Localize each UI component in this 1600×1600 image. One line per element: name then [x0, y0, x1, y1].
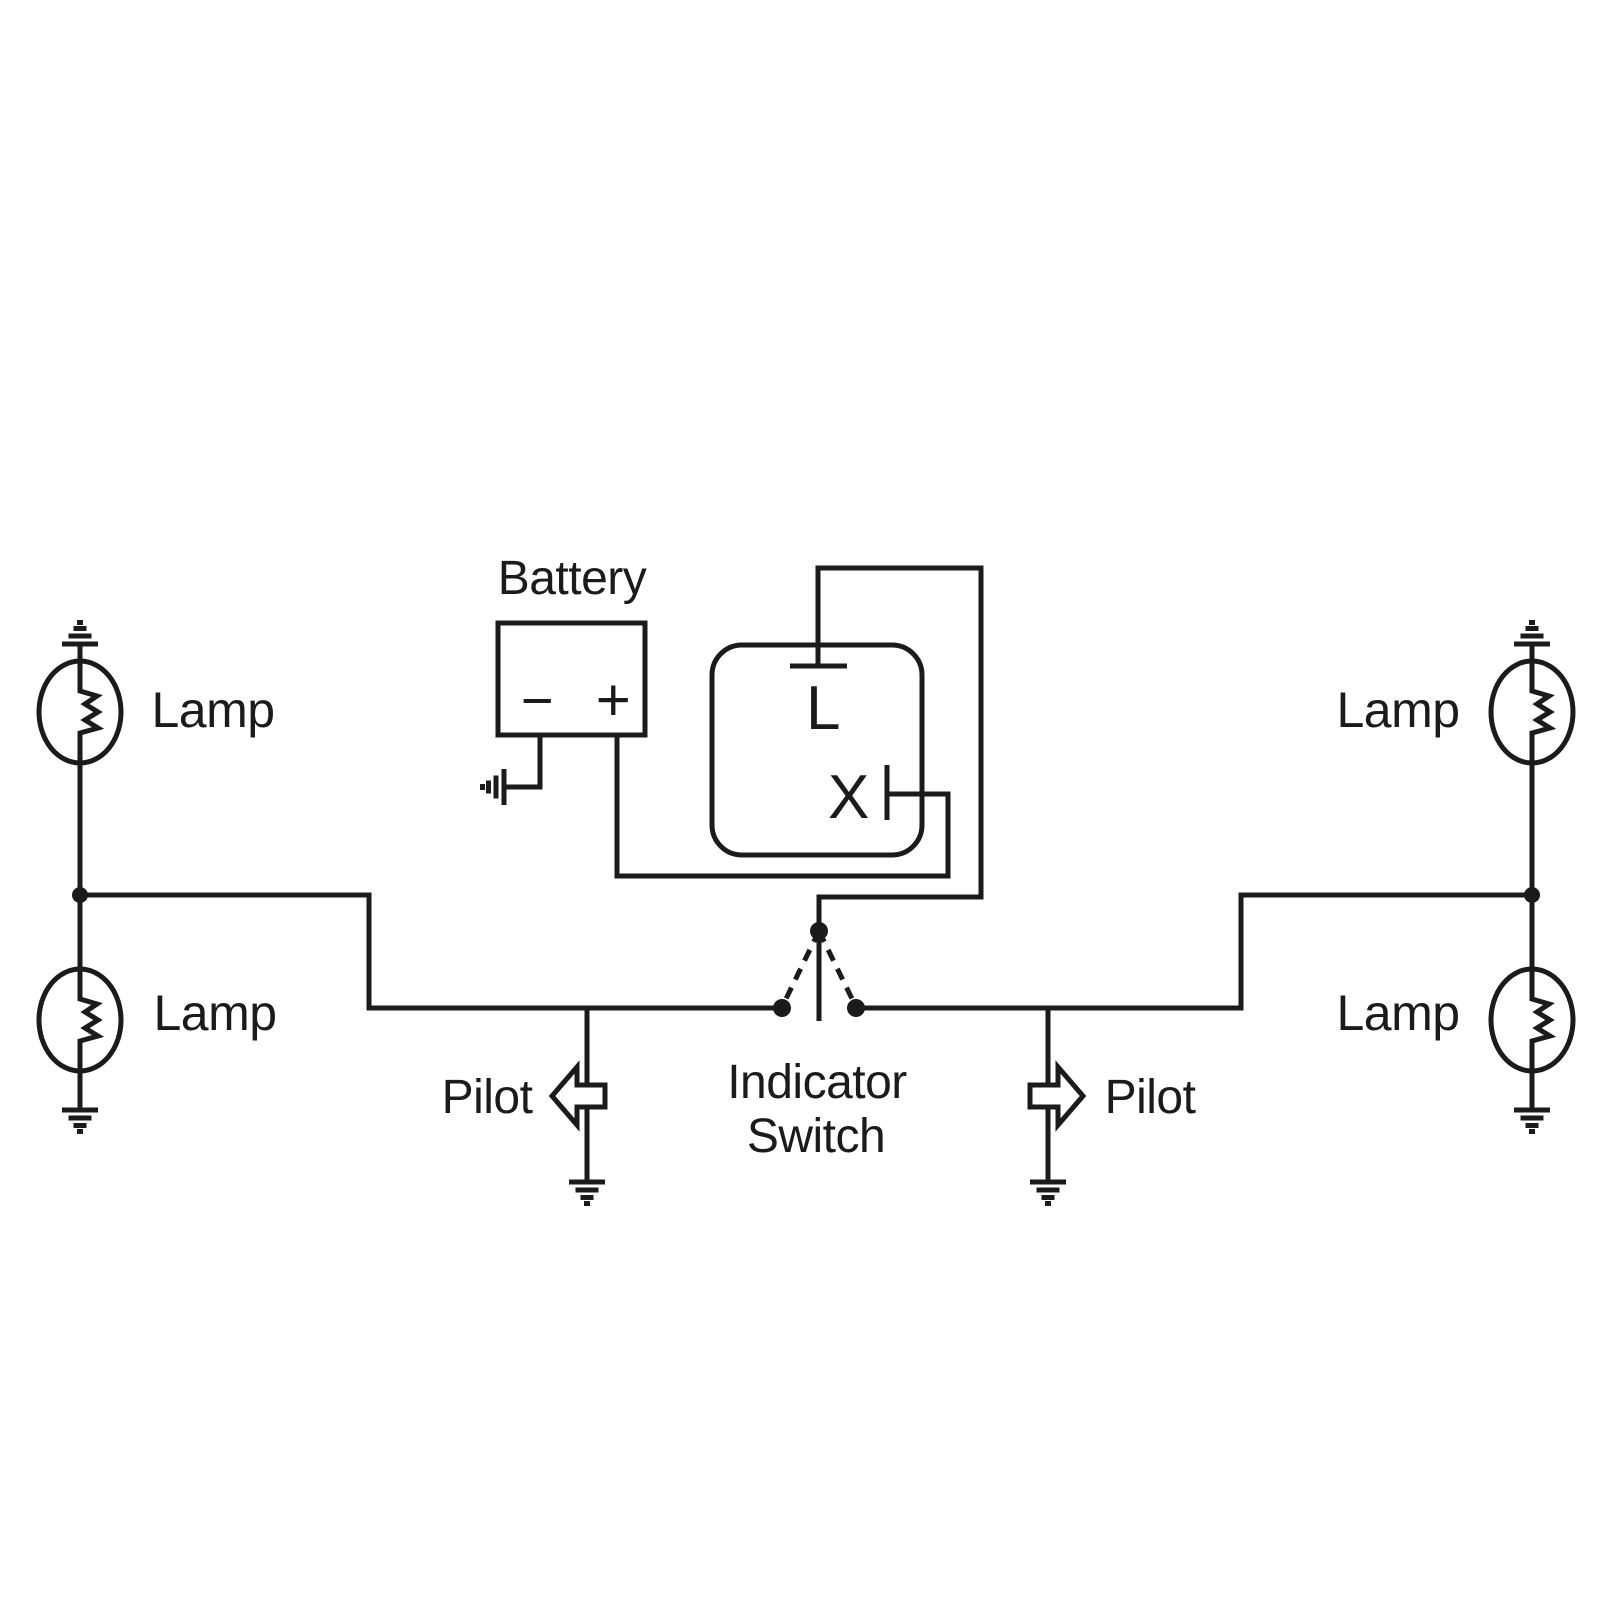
switch-throw-right-dashed [816, 929, 859, 1009]
lamp-label-top-right: Lamp [1336, 682, 1459, 738]
wire-relay-l-to-switch [815, 565, 984, 931]
pilot-arrows [548, 1060, 1087, 1132]
pilot-label-right: Pilot [1105, 1071, 1196, 1124]
ground-icon-left-pilot [569, 1182, 605, 1204]
junction-dot-right-bus [1524, 887, 1540, 903]
junction-dots [72, 887, 1540, 1017]
diagram-lines [39, 565, 1573, 1204]
wire-battery-positive-to-x [614, 735, 951, 879]
pilot-label-left: Pilot [442, 1071, 533, 1124]
relay-terminal-x-label: X [828, 763, 869, 832]
ground-icon-top-right [1514, 623, 1550, 645]
switch-throw-left-dashed [779, 929, 822, 1009]
switch-label-line2: Switch [747, 1110, 885, 1163]
pilot-arrow-right-icon [1027, 1060, 1087, 1132]
switch-common-dot [810, 922, 828, 940]
ground-icon-right-pilot [1030, 1182, 1066, 1204]
pilot-arrow-left-icon [548, 1060, 608, 1132]
wire-battery-negative [505, 735, 543, 790]
lamp-icon-bottom-right [1491, 969, 1573, 1071]
ground-icon-bottom-left [62, 1110, 98, 1132]
lamp-icon-top-left [39, 661, 121, 763]
switch-right-contact-dot [847, 999, 865, 1017]
ground-icon-bottom-right [1514, 1110, 1550, 1132]
lamp-icon-bottom-left [39, 969, 121, 1071]
lamp-label-top-left: Lamp [151, 682, 274, 738]
switch-label-line1: Indicator [727, 1056, 907, 1109]
lamp-label-bottom-right: Lamp [1336, 985, 1459, 1041]
battery-minus-sign: − [521, 669, 553, 732]
junction-dot-left-bus [72, 887, 88, 903]
lamp-icon-top-right [1491, 661, 1573, 763]
diagram-labels: Battery − + L X Lamp Lamp Lamp Lamp Pilo… [151, 552, 1460, 1163]
ground-icon-battery [483, 769, 505, 805]
battery-box [495, 620, 648, 738]
wire-left-bus [80, 892, 782, 1011]
relay-terminal-l-label: L [806, 674, 840, 743]
switch-left-contact-dot [773, 999, 791, 1017]
battery-plus-sign: + [596, 667, 631, 734]
lamp-label-bottom-left: Lamp [153, 985, 276, 1041]
battery-label: Battery [498, 552, 647, 605]
ground-icon-top-left [62, 623, 98, 645]
